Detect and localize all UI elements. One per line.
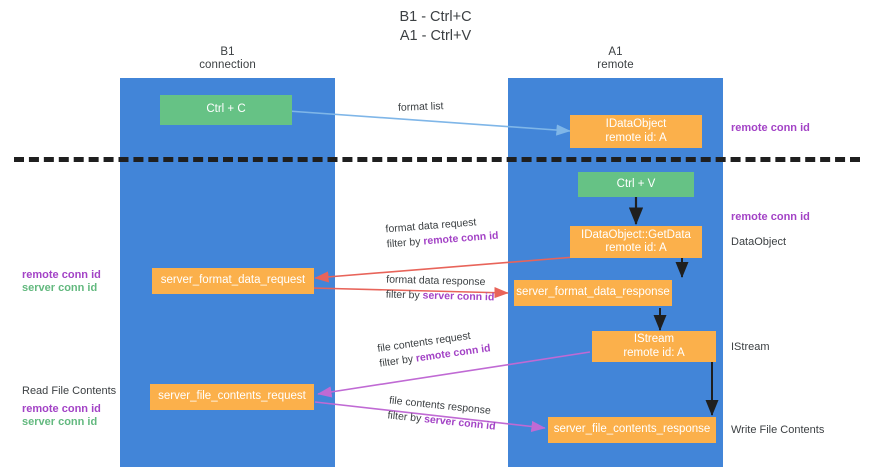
filter-prefix-3: filter by: [378, 352, 417, 370]
label-right-write-file-contents: Write File Contents: [731, 424, 825, 436]
node-idataobject-getdata-line1: IDataObject::GetData: [581, 228, 691, 241]
node-ctrl-v-line1: Ctrl + V: [616, 177, 656, 190]
node-ctrl-c-line1: Ctrl + C: [206, 103, 246, 116]
edge-label-format-data-response: format data response filter by server co…: [386, 273, 495, 306]
edge-label-file-contents-response: file contents response filter by server …: [387, 393, 498, 434]
title-line-1: B1 - Ctrl+C: [399, 9, 472, 25]
lane-header-a1: A1 remote: [508, 46, 723, 72]
label-left-remote-conn-id-1: remote conn id: [22, 269, 101, 281]
lane-header-b1-sub: connection: [199, 59, 256, 71]
node-istream-line2: remote id: A: [623, 346, 685, 359]
lane-header-a1-name: A1: [608, 46, 623, 58]
node-idataobject-getdata[interactable]: IDataObject::GetData remote id: A: [570, 226, 702, 258]
node-idataobject-line2: remote id: A: [605, 131, 667, 144]
label-right-remote-conn-id-2: remote conn id: [731, 211, 810, 223]
label-left-read-file-contents: Read File Contents: [22, 385, 117, 397]
node-idataobject[interactable]: IDataObject remote id: A: [570, 115, 702, 148]
label-left-server-conn-id-1: server conn id: [22, 282, 98, 294]
label-right-remote-conn-id-1: remote conn id: [731, 122, 810, 134]
phase-divider: [14, 157, 860, 162]
filter-key-server-conn-id-1: server conn id: [422, 289, 495, 304]
label-left-server-conn-id-2: server conn id: [22, 416, 98, 428]
node-server-format-data-response[interactable]: server_format_data_response: [514, 280, 672, 306]
filter-prefix-1: filter by: [386, 235, 424, 251]
node-server-file-contents-response[interactable]: server_file_contents_response: [548, 417, 716, 443]
lane-header-b1-name: B1: [220, 46, 235, 58]
filter-prefix-2: filter by: [385, 288, 423, 302]
node-ctrl-v[interactable]: Ctrl + V: [578, 172, 694, 197]
node-server-file-contents-response-line1: server_file_contents_response: [553, 423, 711, 436]
edge-label-format-list: format list: [398, 99, 444, 116]
node-server-format-data-request[interactable]: server_format_data_request: [152, 268, 314, 294]
lane-header-b1: B1 connection: [120, 46, 335, 72]
node-istream-line1: IStream: [633, 333, 675, 345]
filter-prefix-4: filter by: [386, 409, 425, 426]
node-ctrl-c[interactable]: Ctrl + C: [160, 95, 292, 125]
edge-label-file-contents-request: file contents request filter by remote c…: [376, 326, 492, 371]
edge-label-format-data-request: format data request filter by remote con…: [385, 214, 499, 253]
edge-label-format-list-text: format list: [397, 100, 444, 114]
label-right-dataobject: DataObject: [731, 236, 787, 248]
label-right-istream: IStream: [731, 341, 770, 353]
node-idataobject-line1: IDataObject: [605, 118, 667, 130]
lane-header-a1-sub: remote: [597, 59, 634, 71]
node-server-format-data-request-line1: server_format_data_request: [160, 274, 306, 287]
node-server-format-data-response-line1: server_format_data_response: [516, 286, 670, 299]
diagram-title: B1 - Ctrl+C A1 - Ctrl+V: [0, 8, 871, 46]
node-server-file-contents-request-line1: server_file_contents_request: [158, 390, 306, 403]
node-server-file-contents-request[interactable]: server_file_contents_request: [150, 384, 314, 410]
label-left-remote-conn-id-2: remote conn id: [22, 403, 101, 415]
edge-label-format-data-response-filter: filter by server conn id: [386, 288, 495, 306]
node-idataobject-getdata-line2: remote id: A: [605, 242, 667, 254]
node-istream[interactable]: IStream remote id: A: [592, 331, 716, 362]
title-line-2: A1 - Ctrl+V: [399, 28, 472, 44]
